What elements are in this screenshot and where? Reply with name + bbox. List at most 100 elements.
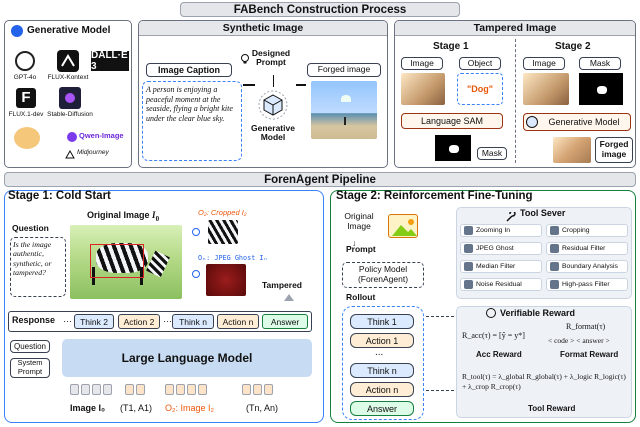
up-arrow-icon bbox=[284, 294, 294, 301]
policy-model-box: Policy Model (ForenAgent) bbox=[342, 262, 424, 288]
generative-model-panel: Generative Model GPT-4o FLUX-Kontext DAL… bbox=[4, 20, 132, 168]
bottom-t1-label: (T1, A1) bbox=[120, 403, 153, 413]
rollout-action: Action 1 bbox=[350, 333, 414, 348]
rollout-action: Action n bbox=[350, 382, 414, 397]
filter-icon bbox=[550, 244, 559, 253]
tool-item: Noise Residual bbox=[460, 278, 542, 291]
tool-item: High-pass Filter bbox=[546, 278, 628, 291]
tool-formula: R_tool(τ) = λ_global R_global(τ) + λ_log… bbox=[462, 372, 626, 391]
mask-label: Mask bbox=[477, 147, 507, 160]
system-prompt-input: System Prompt bbox=[10, 358, 50, 378]
bear-logo-icon bbox=[14, 127, 40, 149]
noise-icon bbox=[464, 280, 473, 289]
stage2-title: Stage 2: Reinforcement Fine-Tuning bbox=[336, 190, 533, 202]
search-icon bbox=[192, 270, 200, 278]
search-icon bbox=[192, 228, 200, 236]
synthetic-image-panel: Synthetic Image Image Caption A person i… bbox=[138, 20, 388, 168]
generative-model-title: Generative Model bbox=[27, 25, 111, 36]
dog-photo bbox=[401, 73, 445, 105]
crop-region-box bbox=[90, 244, 144, 278]
tool-label: Residual Filter bbox=[562, 245, 606, 252]
synthetic-image-title: Synthetic Image bbox=[139, 21, 387, 36]
zebra-photo bbox=[70, 225, 182, 299]
forged-image-label: Forged image bbox=[307, 63, 381, 77]
original-image-label: Original Image bbox=[344, 211, 374, 231]
fabench-banner: FABench Construction Process bbox=[180, 2, 460, 17]
forged-image-label: Forged image bbox=[595, 137, 633, 163]
cropped-label: O₂: Cropped I₂ bbox=[198, 208, 247, 217]
question-input: Question bbox=[10, 340, 50, 353]
flux-dev-logo-icon: F bbox=[16, 88, 36, 108]
pipeline-banner: ForenAgent Pipeline bbox=[4, 172, 636, 187]
input-photo bbox=[523, 73, 569, 105]
prompt-label: Prompt bbox=[346, 244, 376, 254]
response-row bbox=[8, 311, 312, 332]
llm-box: Large Language Model bbox=[62, 339, 312, 377]
down-arrow-icon: ↓ bbox=[352, 238, 357, 248]
language-sam-box: Language SAM bbox=[401, 113, 503, 129]
rollout-think: Think n bbox=[350, 363, 414, 378]
mask-image bbox=[579, 73, 623, 105]
boundary-icon bbox=[550, 262, 559, 271]
bottom-o2-label: O₂: Image I₂ bbox=[165, 403, 215, 413]
crop-icon bbox=[550, 226, 559, 235]
arrow bbox=[296, 84, 306, 86]
cropped-photo bbox=[208, 220, 238, 244]
format-reward-label: Format Reward bbox=[560, 350, 619, 359]
generative-model-box: Generative Model bbox=[523, 113, 631, 131]
connector-line bbox=[426, 316, 454, 317]
tool-label: Cropping bbox=[562, 227, 590, 234]
tool-item: Boundary Analysis bbox=[546, 260, 628, 273]
dog-object-text: "Dog" bbox=[457, 73, 503, 105]
tool-item: JPEG Ghost bbox=[460, 242, 542, 255]
ghost-label: Oₙ: JPEG Ghost Iₙ bbox=[198, 253, 268, 262]
lightbulb-icon bbox=[240, 51, 250, 64]
model-name: FLUX.1-dev bbox=[8, 111, 44, 118]
tool-label: JPEG Ghost bbox=[476, 245, 514, 252]
rollout-container bbox=[342, 306, 424, 420]
tool-label: Noise Residual bbox=[476, 281, 522, 288]
reward-title: Verifiable Reward bbox=[500, 308, 576, 318]
image-placeholder-icon bbox=[388, 214, 418, 238]
tool-item: Residual Filter bbox=[546, 242, 628, 255]
connector-line bbox=[426, 390, 454, 391]
question-text: Is the image authentic, synthetic, or ta… bbox=[10, 237, 66, 297]
generative-model-label: Generative Model bbox=[251, 123, 295, 143]
model-name: Midjourney bbox=[77, 149, 109, 156]
stage2-panel bbox=[330, 190, 636, 423]
model-icon bbox=[11, 25, 23, 37]
image-symbol: I bbox=[152, 210, 156, 220]
forged-photo bbox=[553, 137, 591, 163]
ellipsis: ... bbox=[375, 347, 384, 358]
model-cube-icon bbox=[257, 89, 289, 121]
model-name: Qwen-Image bbox=[79, 131, 124, 140]
rollout-answer: Answer bbox=[350, 401, 414, 416]
think-token: Think 2 bbox=[74, 314, 114, 329]
tampered-image-title: Tampered Image bbox=[395, 21, 635, 36]
ellipsis: … bbox=[163, 314, 172, 324]
question-label: Question bbox=[12, 223, 49, 233]
model-name: GPT-4o bbox=[13, 74, 37, 81]
acc-reward-label: Acc Reward bbox=[476, 350, 522, 359]
tool-label: High-pass Filter bbox=[562, 281, 610, 288]
arrow bbox=[273, 75, 274, 87]
qwen-logo-icon bbox=[67, 132, 77, 142]
highpass-icon bbox=[550, 280, 559, 289]
image-label: Image bbox=[523, 57, 565, 70]
format-tags: < code > < answer > bbox=[548, 336, 610, 345]
response-label: Response bbox=[12, 315, 56, 325]
stage1-title: Stage 1 bbox=[433, 41, 469, 52]
stage2-title: Stage 2 bbox=[555, 41, 591, 52]
median-icon bbox=[464, 262, 473, 271]
ellipsis: … bbox=[63, 314, 72, 324]
ghost-label-text: Oₙ: JPEG Ghost Iₙ bbox=[198, 254, 268, 262]
original-image-title: Original Image I0 bbox=[87, 210, 159, 223]
tool-label: Boundary Analysis bbox=[562, 263, 618, 270]
mask-label: Mask bbox=[579, 57, 621, 70]
stage-divider bbox=[515, 39, 516, 163]
model-name: Stable-Diffusion bbox=[47, 111, 93, 118]
caption-text: A person is enjoying a peaceful moment a… bbox=[142, 81, 242, 161]
tampered-image-panel: Tampered Image Stage 1 Image Object "Dog… bbox=[394, 20, 636, 168]
image-subscript: 0 bbox=[155, 214, 160, 223]
stable-diffusion-logo-icon bbox=[59, 87, 81, 109]
